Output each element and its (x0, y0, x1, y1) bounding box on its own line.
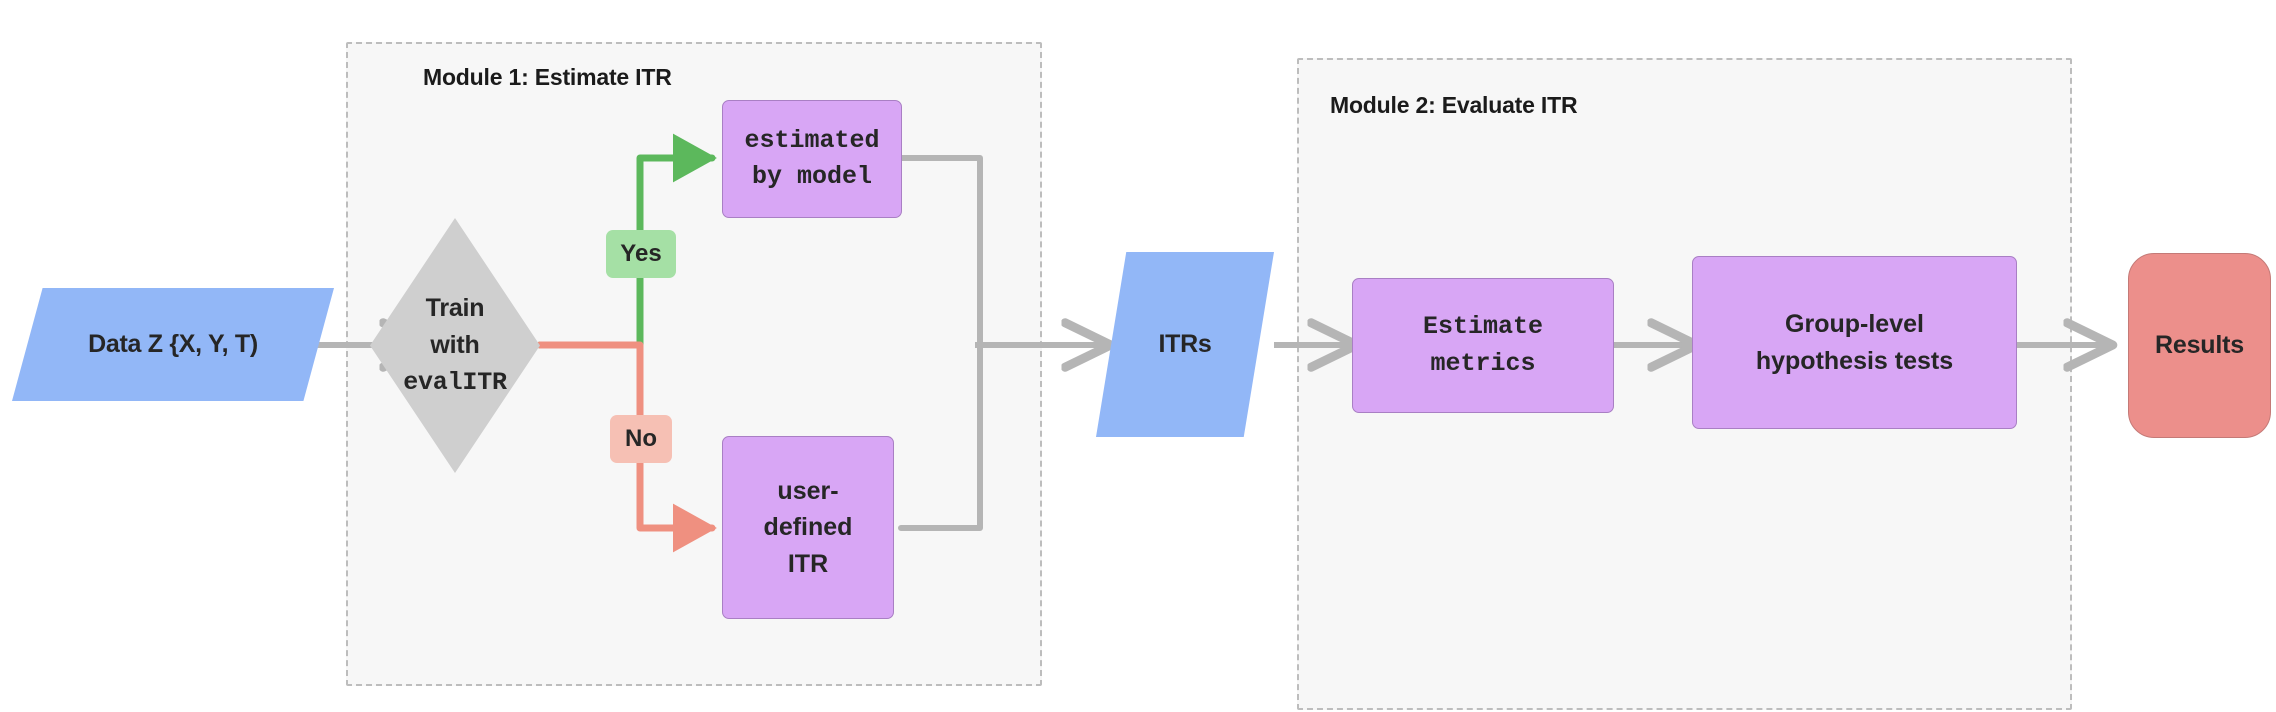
node-decision-line3: evalITR (403, 368, 507, 397)
node-decision-line2: with (430, 331, 480, 359)
node-group-level-hypothesis-tests[interactable]: Group-level hypothesis tests (1692, 256, 2017, 429)
node-results-label: Results (2155, 331, 2244, 359)
node-data-z[interactable]: Data Z {X, Y, T) (12, 288, 334, 401)
branch-label-no-text: No (625, 425, 657, 452)
module-2-title: Module 2: Evaluate ITR (1330, 92, 1578, 118)
node-user-defined-itr[interactable]: user- defined ITR (722, 436, 894, 619)
branch-label-no: No (610, 415, 672, 463)
node-itrs-label: ITRs (1158, 330, 1212, 358)
node-hypothesis-line2: hypothesis tests (1755, 346, 1954, 375)
node-estimated-by-model[interactable]: estimated by model (722, 100, 902, 218)
node-estimate-metrics[interactable]: Estimate metrics (1352, 278, 1614, 413)
node-metrics-line2: metrics (1430, 348, 1536, 378)
node-estimated-line1: estimated (744, 125, 880, 155)
node-userdefined-line3: ITR (787, 549, 829, 578)
node-itrs[interactable]: ITRs (1096, 252, 1274, 437)
branch-label-yes-text: Yes (620, 240, 662, 267)
node-userdefined-line1: user- (777, 477, 839, 506)
node-userdefined-line2: defined (763, 513, 853, 542)
node-results[interactable]: Results (2128, 253, 2271, 438)
node-data-z-label: Data Z {X, Y, T) (88, 330, 258, 358)
node-decision-line1: Train (425, 294, 485, 322)
node-metrics-line1: Estimate (1422, 312, 1544, 342)
node-estimated-line2: by model (751, 162, 873, 191)
branch-label-yes: Yes (606, 230, 676, 278)
module-1-title: Module 1: Estimate ITR (423, 64, 672, 90)
node-hypothesis-line1: Group-level (1785, 310, 1924, 339)
